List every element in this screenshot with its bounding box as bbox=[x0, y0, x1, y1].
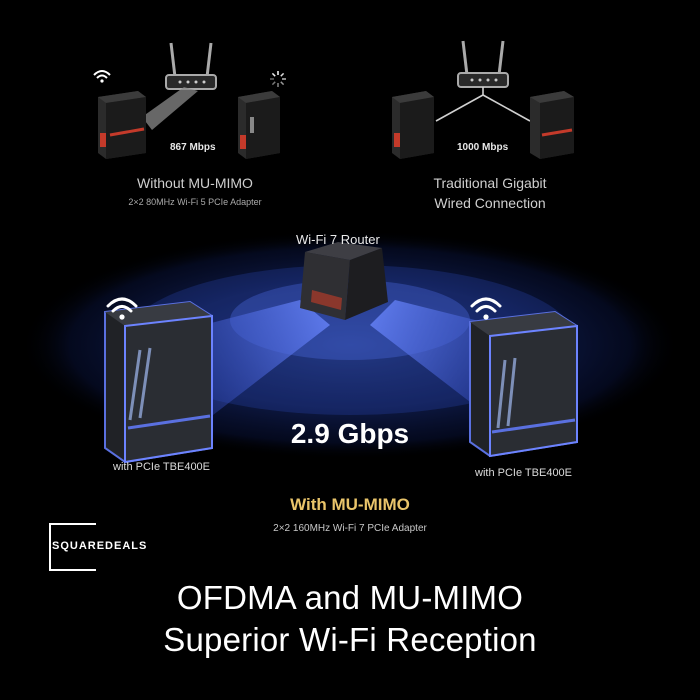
headline-line1: OFDMA and MU-MIMO bbox=[176, 579, 524, 616]
panel-title: Without MU-MIMO bbox=[137, 175, 253, 191]
logo-bracket bbox=[49, 523, 96, 571]
desktop-pc-icon bbox=[98, 91, 146, 159]
wireless-diagram bbox=[93, 42, 286, 159]
ethernet-cable bbox=[435, 87, 531, 122]
router-icon bbox=[300, 242, 388, 320]
top-right-panel: 1000 Mbps Traditional Gigabit Wired Conn… bbox=[380, 35, 600, 215]
mu-mimo-title: With MU-MIMO bbox=[290, 495, 410, 514]
router-icon bbox=[457, 40, 509, 88]
mu-mimo-subtitle: 2×2 160MHz Wi-Fi 7 PCIe Adapter bbox=[273, 523, 427, 534]
top-left-panel: 867 Mbps Without MU-MIMO 2×2 80MHz Wi-Fi… bbox=[80, 35, 310, 215]
pc-label-right: with PCIe TBE400E bbox=[475, 467, 573, 479]
wireless-beam bbox=[142, 87, 198, 130]
desktop-pc-icon bbox=[530, 91, 574, 159]
mu-mimo-scene bbox=[20, 230, 680, 464]
panel-title-line2: Wired Connection bbox=[434, 195, 546, 211]
desktop-pc-icon bbox=[238, 91, 280, 159]
desktop-pc-icon bbox=[469, 310, 578, 458]
desktop-pc-icon bbox=[104, 300, 213, 464]
brand-logo: SQUAREDEALS bbox=[48, 522, 173, 572]
wired-diagram bbox=[392, 40, 574, 159]
panel-subtitle: 2×2 80MHz Wi-Fi 5 PCIe Adapter bbox=[128, 197, 262, 207]
wifi-icon bbox=[93, 70, 111, 83]
headline-line2: Superior Wi-Fi Reception bbox=[163, 621, 537, 658]
wifi-icon bbox=[470, 297, 502, 320]
pc-label-left: with PCIe TBE400E bbox=[113, 461, 211, 473]
wifi-icon bbox=[106, 297, 138, 320]
loading-spinner-icon bbox=[270, 71, 286, 87]
speed-label: 1000 Mbps bbox=[457, 142, 509, 153]
router-icon bbox=[165, 42, 217, 90]
throughput-value: 2.9 Gbps bbox=[290, 418, 410, 449]
router-label: Wi-Fi 7 Router bbox=[296, 232, 380, 247]
logo-text: SQUAREDEALS bbox=[52, 540, 148, 552]
panel-title-line1: Traditional Gigabit bbox=[433, 175, 547, 191]
desktop-pc-icon bbox=[392, 91, 434, 159]
speed-label: 867 Mbps bbox=[170, 142, 216, 153]
